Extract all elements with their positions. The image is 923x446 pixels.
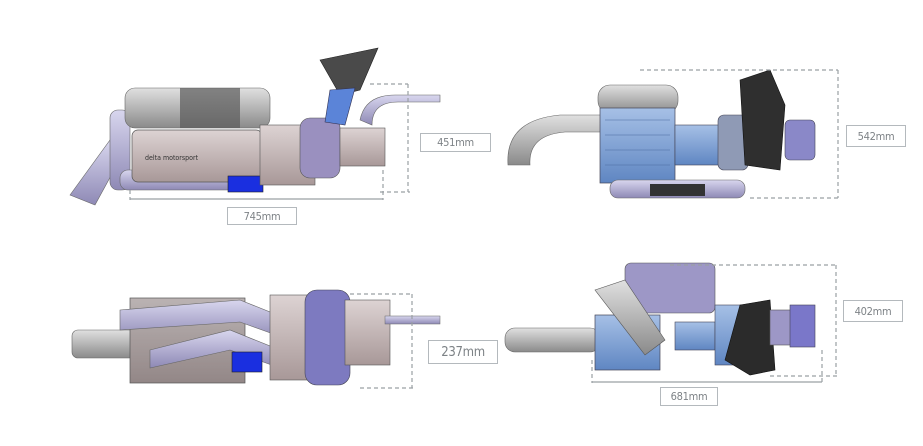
- turbo-assembly-top-right: [507, 69, 816, 199]
- height-label-bottom-left: 237mm: [428, 340, 498, 364]
- dimension-lines-bottom-right: [591, 264, 838, 383]
- height-label-top-left: 451mm: [420, 133, 491, 152]
- turbo-assembly-bottom-right: [504, 262, 816, 376]
- dimension-lines-top-left: [129, 83, 410, 200]
- dimension-lines-top-right: [640, 69, 840, 199]
- width-label-bottom-right: 681mm: [660, 387, 718, 406]
- delta-motorsport-logo: delta motorsport: [145, 154, 199, 162]
- height-label-top-right: 542mm: [846, 125, 906, 147]
- turbo-assembly-top-left: delta motorsport: [69, 47, 441, 206]
- height-label-bottom-right: 402mm: [843, 300, 903, 322]
- width-label-top-left: 745mm: [227, 207, 297, 225]
- turbo-assembly-bottom-left: [71, 289, 441, 386]
- dimension-lines-bottom-left: [350, 293, 414, 389]
